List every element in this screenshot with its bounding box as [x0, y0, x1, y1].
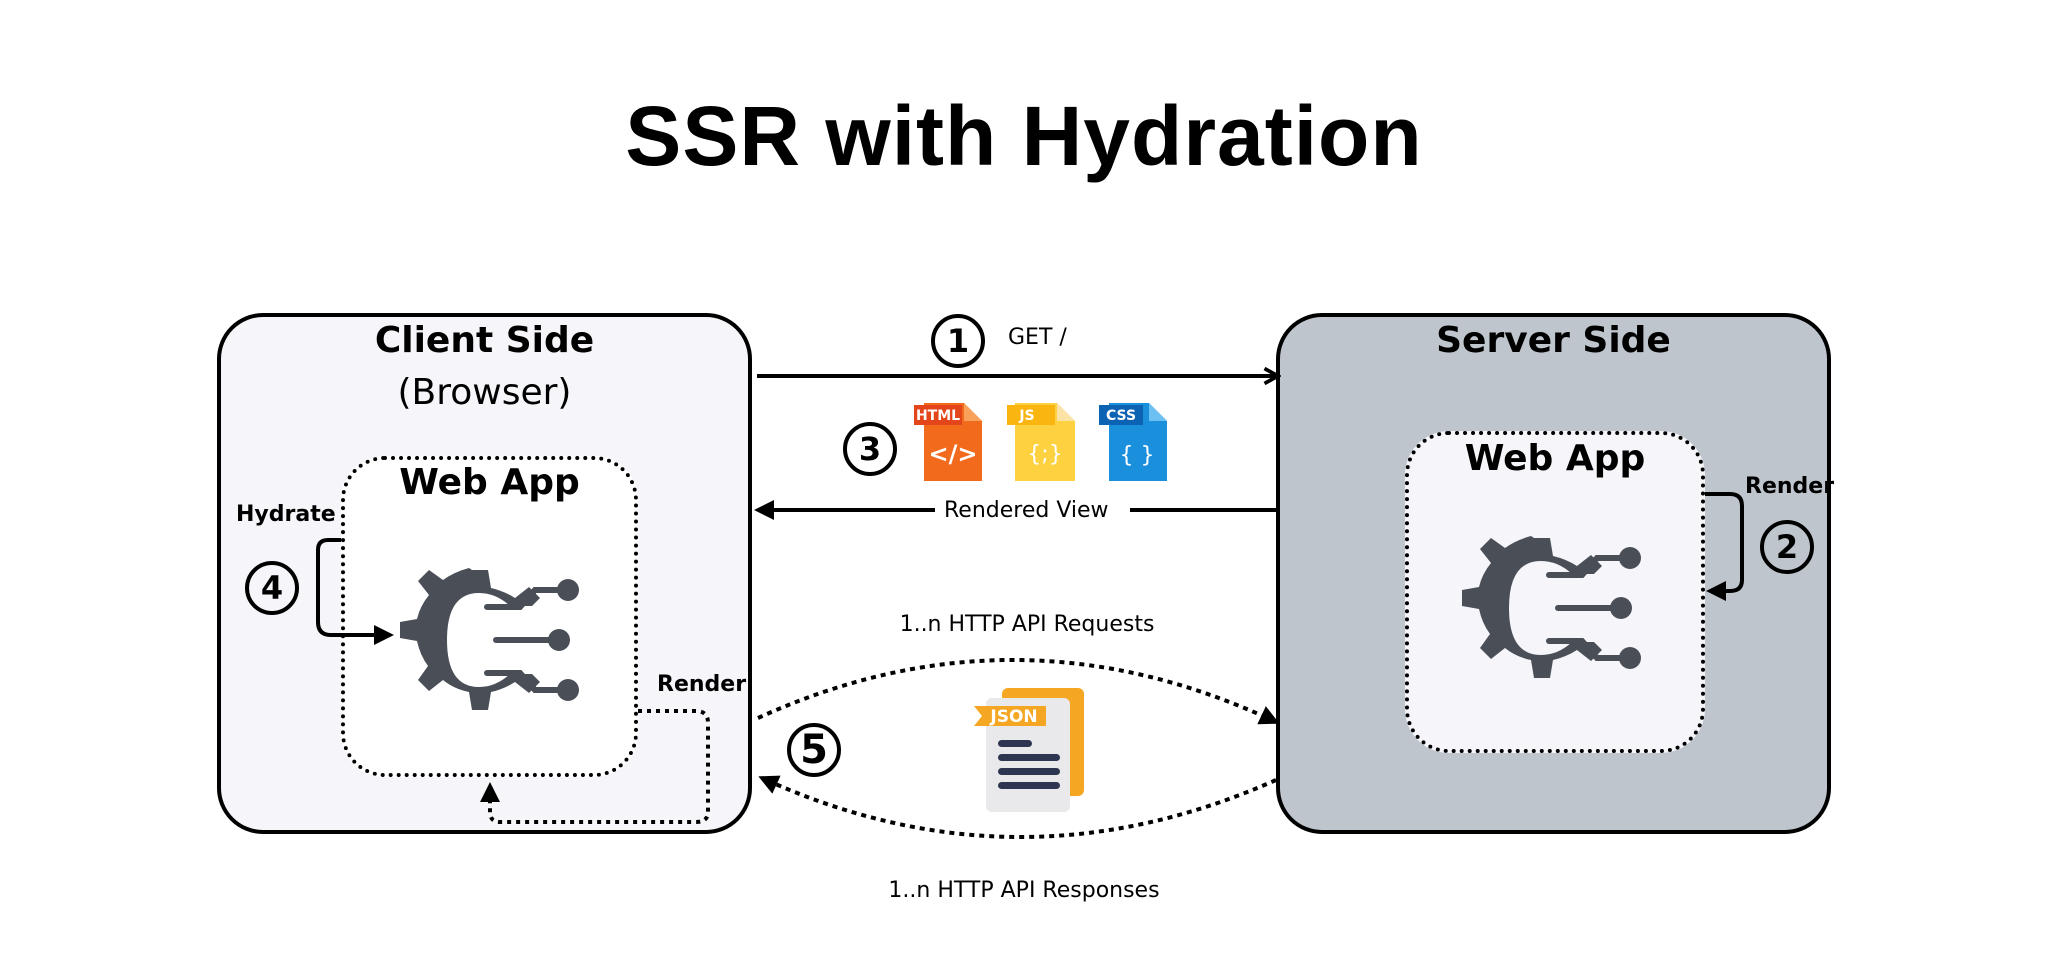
- client-side-subtitle: (Browser): [397, 372, 572, 413]
- svg-text:</>: </>: [929, 440, 978, 468]
- server-webapp-box: [1405, 431, 1705, 753]
- step-2-badge: 2: [1760, 520, 1814, 574]
- hydrate-label: Hydrate: [236, 502, 336, 527]
- step-4-badge: 4: [245, 561, 299, 615]
- css-file-icon: CSS { }: [1097, 401, 1169, 487]
- server-webapp-label: Web App: [1464, 438, 1646, 479]
- client-side-title: Client Side: [374, 320, 595, 361]
- api-requests-label: 1..n HTTP API Requests: [899, 612, 1155, 637]
- js-file-icon: JS {;}: [1005, 401, 1077, 487]
- html-file-label: HTML: [916, 408, 960, 424]
- step-1-badge: 1: [931, 314, 985, 368]
- step-3-badge: 3: [843, 422, 897, 476]
- json-file-icon: JSON: [972, 686, 1092, 820]
- client-webapp-gear-icon: [400, 568, 579, 710]
- step-5-badge: 5: [787, 723, 841, 777]
- get-label: GET /: [1008, 325, 1067, 350]
- api-responses-label: 1..n HTTP API Responses: [888, 878, 1160, 903]
- html-file-icon: HTML </>: [912, 401, 984, 487]
- svg-text:{ }: { }: [1120, 443, 1155, 468]
- server-webapp-gear-icon: [1462, 536, 1641, 678]
- css-file-label: CSS: [1106, 408, 1136, 424]
- svg-text:JSON: JSON: [989, 707, 1037, 727]
- client-webapp-label: Web App: [399, 462, 580, 503]
- js-file-label: JS: [1018, 408, 1034, 424]
- diagram-title: SSR with Hydration: [625, 89, 1423, 183]
- server-render-label: Render: [1745, 474, 1835, 499]
- client-render-label: Render: [657, 672, 747, 697]
- svg-text:{;}: {;}: [1027, 442, 1062, 467]
- server-side-title: Server Side: [1436, 320, 1671, 361]
- rendered-view-label: Rendered View: [944, 498, 1109, 523]
